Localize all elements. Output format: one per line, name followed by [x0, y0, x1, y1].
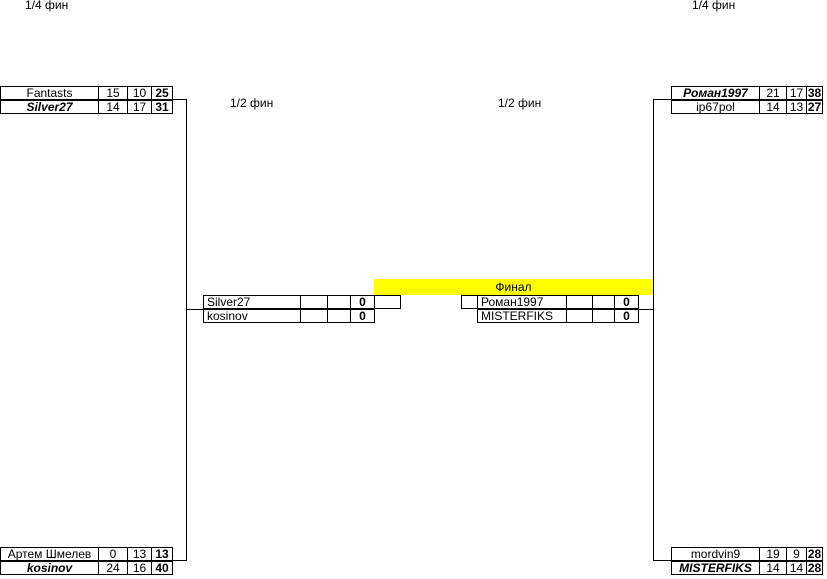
player-name: Артем Шмелев: [0, 547, 99, 561]
set-score: 19: [759, 547, 787, 561]
player-name: Silver27: [203, 295, 301, 309]
total-score: 31: [151, 100, 173, 114]
player-name: Fantasts: [0, 86, 99, 100]
set-score: [327, 309, 351, 323]
set-score: 14: [759, 100, 787, 114]
connector-box: [461, 295, 478, 309]
semifinal-right-heading: 1/2 фин: [498, 96, 542, 110]
set-score: 14: [786, 561, 807, 575]
set-score: 9: [786, 547, 807, 561]
total-score: 13: [151, 547, 173, 561]
player-name: MISTERFIKS: [477, 309, 567, 323]
quarterfinal-right-heading: 1/4 фин: [692, 0, 736, 12]
quarterfinal-left-heading: 1/4 фин: [25, 0, 69, 12]
connector: [653, 560, 671, 561]
set-score: 17: [786, 86, 807, 100]
set-score: 0: [98, 547, 128, 561]
set-score: 14: [759, 561, 787, 575]
player-name: kosinov: [203, 309, 301, 323]
set-score: 14: [98, 100, 128, 114]
set-score: 21: [759, 86, 787, 100]
set-score: 15: [98, 86, 128, 100]
connector: [172, 99, 187, 100]
set-score: 17: [127, 100, 152, 114]
total-score: 28: [806, 547, 823, 561]
connector: [653, 99, 654, 561]
total-score: 0: [614, 309, 639, 323]
total-score: 0: [350, 309, 375, 323]
connector: [186, 309, 203, 310]
total-score: 38: [806, 86, 823, 100]
total-score: 0: [614, 295, 639, 309]
total-score: 0: [350, 295, 375, 309]
set-score: [300, 309, 328, 323]
connector: [172, 560, 187, 561]
set-score: [566, 309, 593, 323]
set-score: 13: [786, 100, 807, 114]
set-score: 10: [127, 86, 152, 100]
connector: [653, 99, 671, 100]
total-score: 25: [151, 86, 173, 100]
set-score: [592, 309, 615, 323]
set-score: 16: [127, 561, 152, 575]
set-score: [327, 295, 351, 309]
set-score: 24: [98, 561, 128, 575]
player-name: mordvin9: [671, 547, 760, 561]
player-name: Роман1997: [477, 295, 567, 309]
set-score: [566, 295, 593, 309]
total-score: 40: [151, 561, 173, 575]
set-score: [592, 295, 615, 309]
player-name: Silver27: [0, 100, 99, 114]
semifinal-left-heading: 1/2 фин: [230, 96, 274, 110]
set-score: 13: [127, 547, 152, 561]
total-score: 27: [806, 100, 823, 114]
player-name: ip67pol: [671, 100, 760, 114]
set-score: [300, 295, 328, 309]
connector: [638, 309, 654, 310]
connector: [186, 99, 187, 561]
player-name: kosinov: [0, 561, 99, 575]
total-score: 28: [806, 561, 823, 575]
player-name: MISTERFIKS: [671, 561, 760, 575]
final-heading: Финал: [374, 279, 653, 295]
connector-box: [373, 295, 401, 309]
player-name: Роман1997: [671, 86, 760, 100]
